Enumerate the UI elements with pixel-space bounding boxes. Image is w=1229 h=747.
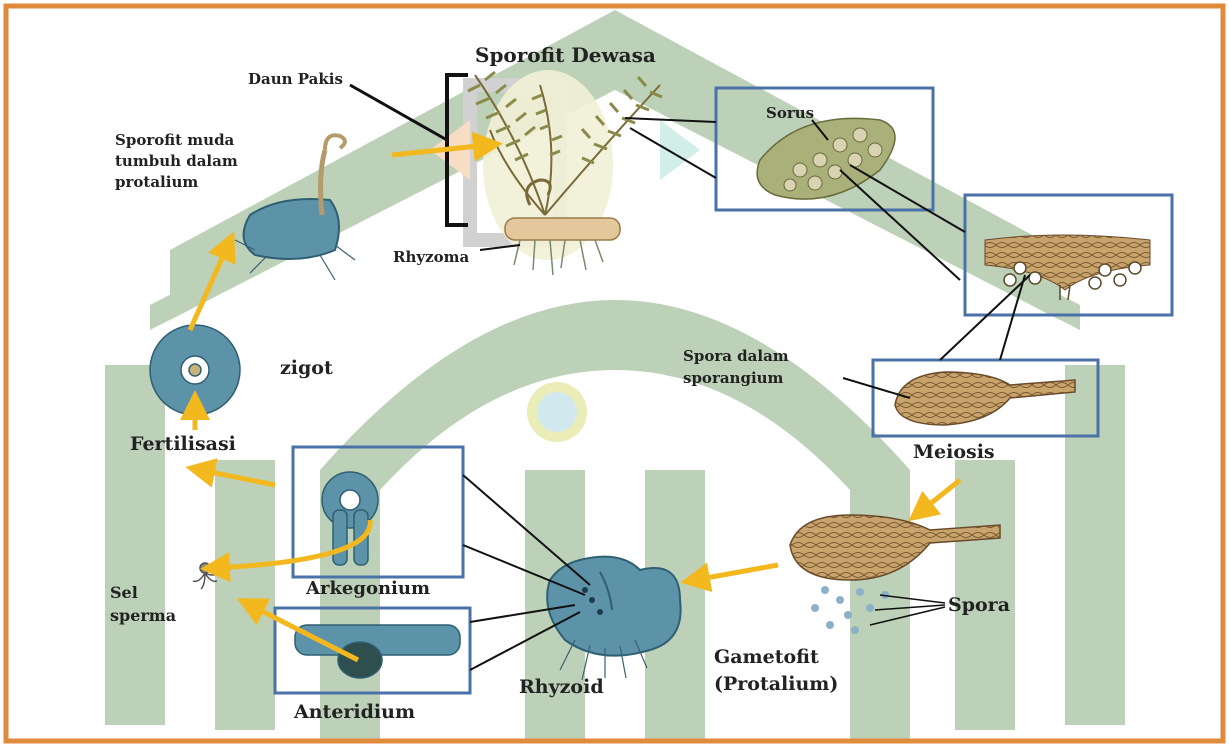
label-daun-pakis: Daun Pakis [248,70,343,88]
label-anteridium: Anteridium [293,701,415,723]
label-sporofit-dewasa: Sporofit Dewasa [475,43,656,67]
label-rhyzoma: Rhyzoma [393,248,469,266]
label-spora-dalam-line1: Spora dalam [683,347,789,365]
label-fertilisasi: Fertilisasi [130,433,236,455]
label-zigot: zigot [280,357,333,379]
label-gametofit-line2: (Protalium) [714,673,838,695]
label-spora: Spora [948,594,1010,616]
label-sel-sperma-line1: Sel [110,583,138,602]
zygote-illustration [150,325,240,415]
label-sel-sperma-line2: sperma [110,606,176,625]
label-spora-dalam-line2: sporangium [683,369,784,387]
label-meiosis: Meiosis [913,441,995,463]
label-sporofit-muda-line1: Sporofit muda [115,131,235,149]
label-rhyzoid: Rhyzoid [519,676,604,698]
label-sporofit-muda-line3: protalium [115,173,198,191]
label-sporofit-muda-line2: tumbuh dalam [115,152,238,170]
label-arkegonium: Arkegonium [305,578,430,599]
label-gametofit-line1: Gametofit [714,646,819,668]
label-sorus: Sorus [766,104,814,122]
